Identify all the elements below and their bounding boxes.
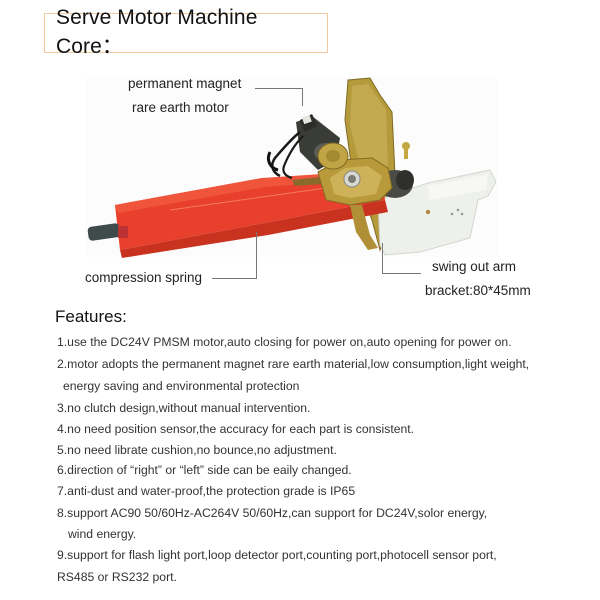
feature-item-2-continued: energy saving and environmental protecti… (63, 379, 300, 393)
feature-item-4: 4.no need position sensor,the accuracy f… (57, 422, 415, 436)
motor-leader-vertical (302, 88, 303, 106)
spring-leader-horizontal (212, 278, 257, 279)
feature-item-8-continued: wind energy. (68, 527, 137, 541)
motor-label-line2: rare earth motor (132, 100, 229, 115)
arm-leader-horizontal (382, 273, 421, 274)
feature-item-3: 3.no clutch design,without manual interv… (57, 401, 311, 415)
spring-label: compression spring (85, 270, 203, 285)
arm-leader-vertical (382, 243, 383, 274)
arm-label-line2: bracket:80*45mm (425, 283, 531, 298)
feature-item-8: 8.support AC90 50/60Hz-AC264V 50/60Hz,ca… (57, 506, 488, 520)
feature-item-7: 7.anti-dust and water-proof,the protecti… (57, 484, 356, 498)
features-heading: Features: (55, 307, 127, 326)
page-title-box: Serve Motor Machine Core： (44, 6, 328, 58)
machine-core-illustration (87, 77, 497, 258)
arm-label-line1: swing out arm (432, 259, 517, 274)
page-title: Serve Motor Machine Core： (56, 6, 258, 58)
motor-label-line1: permanent magnet (128, 76, 242, 91)
motor-leader-horizontal (255, 88, 303, 89)
feature-item-1: 1.use the DC24V PMSM motor,auto closing … (57, 335, 512, 349)
spring-leader-vertical (256, 232, 257, 279)
feature-item-9: 9.support for flash light port,loop dete… (57, 548, 497, 562)
feature-item-5: 5.no need librate cushion,no bounce,no a… (57, 443, 337, 457)
feature-item-9-continued: RS485 or RS232 port. (57, 570, 177, 584)
feature-item-2: 2.motor adopts the permanent magnet rare… (57, 357, 530, 371)
feature-item-6: 6.direction of “right” or “left” side ca… (57, 463, 352, 477)
